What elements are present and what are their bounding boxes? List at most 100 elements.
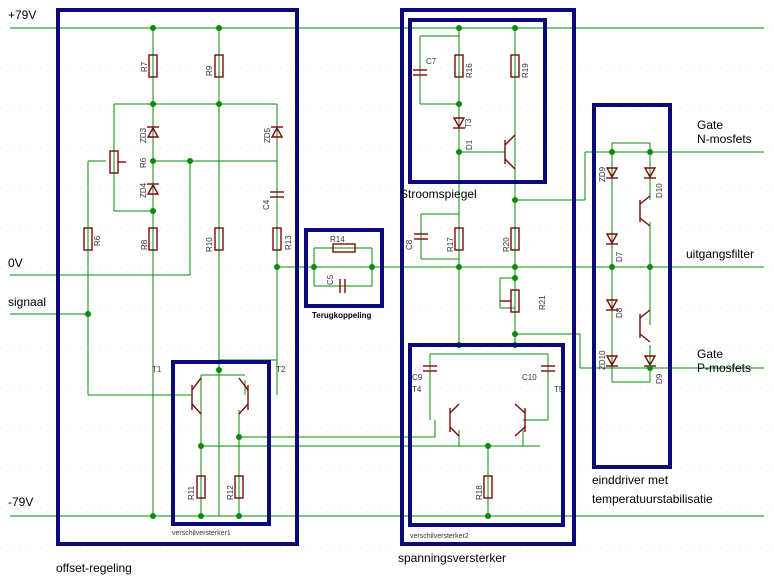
capacitor-c9: C9 T4 (412, 365, 437, 394)
gate-n-label-1: Gate (697, 118, 723, 132)
svg-text:T5: T5 (554, 385, 564, 394)
svg-text:R17: R17 (446, 237, 455, 252)
frame-end-driver (592, 103, 672, 469)
end-driver-label-1: einddriver met (592, 473, 669, 487)
svg-text:T3: T3 (464, 118, 473, 128)
svg-text:ZD5: ZD5 (263, 127, 272, 143)
svg-text:R9: R9 (205, 65, 214, 76)
voltage-amp-label: spanningsversterker (398, 551, 506, 565)
zener-zd10: ZD10 (598, 350, 619, 370)
diff-amp-1-label: verschilversterker1 (172, 530, 231, 537)
diode-d9: D9 (643, 355, 664, 384)
svg-text:C4: C4 (262, 199, 271, 210)
svg-text:R14: R14 (330, 235, 345, 244)
svg-text:R21: R21 (538, 295, 547, 310)
frame-diff-amp-2 (408, 343, 565, 527)
end-driver-label-2: temperatuurstabilisatie (592, 492, 713, 506)
gate-p-label-2: P-mosfets (697, 361, 751, 375)
zener-zd5: ZD5 (263, 126, 284, 143)
labels: +79V -79V 0V signaal Gate N-mosfets uitg… (8, 8, 754, 575)
resistor-r12: R12 (226, 475, 244, 500)
resistor-r6: R6 (83, 227, 102, 251)
resistor-r9: R9 (205, 54, 224, 78)
resistor-r10: R10 (205, 227, 224, 252)
svg-text:C8: C8 (405, 239, 414, 250)
frame-current-mirror (408, 18, 547, 184)
svg-text:C10: C10 (522, 373, 537, 382)
resistor-r7: R7 (140, 54, 158, 78)
transistor-t6 (639, 195, 651, 227)
svg-text:R8: R8 (140, 239, 149, 250)
zener-zd9: ZD9 (598, 166, 619, 182)
transistor-t5 (514, 403, 526, 437)
capacitor-c5: C5 (326, 274, 346, 293)
transistor-t3 (504, 134, 516, 170)
zero-rail-label: 0V (8, 256, 23, 270)
svg-text:T1: T1 (152, 365, 162, 374)
svg-text:R16: R16 (465, 63, 474, 78)
capacitor-c8: C8 (405, 233, 428, 250)
resistor-r20: R20 (502, 227, 520, 252)
current-mirror-label: Stroomspiegel (400, 187, 477, 201)
transistor-t1: T1 (152, 365, 202, 415)
svg-text:ZD3: ZD3 (139, 127, 148, 143)
diode-d1: T3 D1 (452, 117, 474, 150)
svg-text:C7: C7 (426, 57, 437, 66)
diff-amp-2-label: verschilversterker2 (410, 533, 469, 540)
gate-p-label-1: Gate (697, 347, 723, 361)
svg-text:D9: D9 (655, 373, 664, 384)
resistor-r18: R18 (475, 475, 493, 500)
transistor-t7 (639, 309, 651, 343)
diode-d8: D8 (605, 299, 624, 318)
resistor-r17: R17 (446, 227, 464, 252)
svg-text:D8: D8 (615, 307, 624, 318)
resistor-r14: R14 (330, 235, 356, 253)
output-filter-label: uitgangsfilter (686, 247, 754, 261)
svg-text:ZD9: ZD9 (598, 166, 607, 182)
svg-text:R6: R6 (93, 235, 102, 246)
svg-text:T4: T4 (412, 385, 422, 394)
resistor-r11: R11 (187, 475, 206, 500)
svg-text:D10: D10 (655, 183, 664, 198)
block-frames (56, 8, 672, 546)
zener-zd3: ZD3 (139, 126, 160, 143)
zener-zd4: ZD4 (139, 182, 160, 198)
svg-text:R19: R19 (521, 63, 530, 78)
svg-text:T2: T2 (276, 365, 286, 374)
signal-input-label: signaal (8, 295, 46, 309)
gate-n-label-2: N-mosfets (697, 132, 752, 146)
frame-diff-amp-1 (171, 360, 271, 526)
resistor-r13: R13 (272, 227, 293, 251)
resistor-r16: R16 (454, 54, 474, 78)
resistor-r8: R8 (140, 227, 158, 251)
svg-text:R11: R11 (187, 485, 196, 500)
svg-text:R13: R13 (284, 235, 293, 250)
frame-offset (56, 8, 299, 546)
diode-d7: D7 (605, 233, 624, 262)
svg-text:R7: R7 (140, 61, 149, 72)
offset-circuit (87, 28, 278, 516)
junction-dots (85, 25, 653, 519)
svg-text:ZD4: ZD4 (139, 182, 148, 198)
potentiometer-r21: R21 (500, 289, 547, 313)
transistor-t4 (449, 403, 460, 437)
offset-block-label: offset-regeling (56, 561, 132, 575)
svg-text:R12: R12 (226, 485, 235, 500)
frame-voltage-amp (400, 8, 576, 546)
power-rails (10, 27, 764, 517)
svg-text:D7: D7 (615, 251, 624, 262)
resistor-r19: R19 (510, 54, 530, 78)
plus-rail-label: +79V (8, 8, 36, 22)
minus-rail-label: -79V (8, 495, 33, 509)
svg-text:ZD10: ZD10 (598, 350, 607, 370)
capacitor-c4: C4 (262, 191, 284, 210)
transistor-t2: T2 (238, 365, 286, 415)
diode-d10: D10 (643, 167, 664, 198)
svg-text:D1: D1 (465, 139, 474, 150)
svg-text:C9: C9 (412, 373, 423, 382)
svg-text:C5: C5 (326, 274, 335, 285)
frame-feedback (304, 228, 384, 308)
capacitor-c7: C7 (413, 57, 437, 76)
svg-text:R20: R20 (502, 237, 511, 252)
